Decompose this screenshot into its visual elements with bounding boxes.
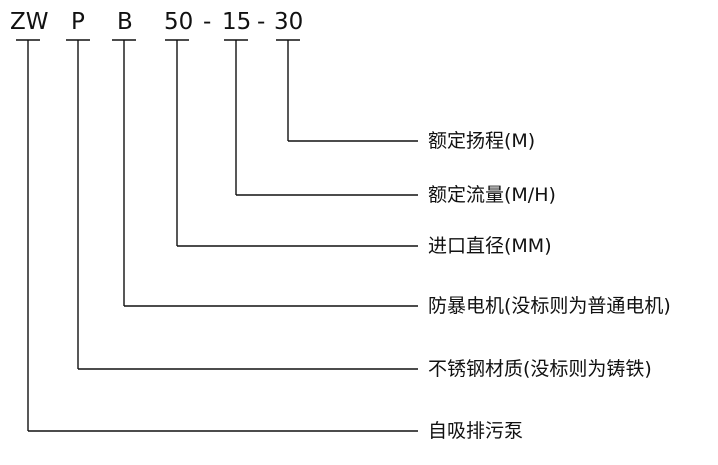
description-rated-flow: 额定流量(M/H) <box>428 184 556 206</box>
code-segment-b: B <box>117 9 133 35</box>
description-explosion-proof-motor: 防暴电机(没标则为普通电机) <box>428 295 671 317</box>
code-segment-30: 30 <box>274 9 304 35</box>
code-segment-zw: ZW <box>10 9 49 35</box>
description-self-priming-pump: 自吸排污泵 <box>428 420 524 442</box>
code-separator-2: - <box>257 9 266 35</box>
code-segment-p: P <box>71 9 85 35</box>
code-segment-15: 15 <box>222 9 252 35</box>
code-separator-1: - <box>203 9 212 35</box>
description-rated-head: 额定扬程(M) <box>428 130 536 152</box>
code-segment-50: 50 <box>164 9 194 35</box>
description-stainless-steel: 不锈钢材质(没标则为铸铁) <box>428 358 652 380</box>
description-inlet-diameter: 进口直径(MM) <box>428 235 552 257</box>
